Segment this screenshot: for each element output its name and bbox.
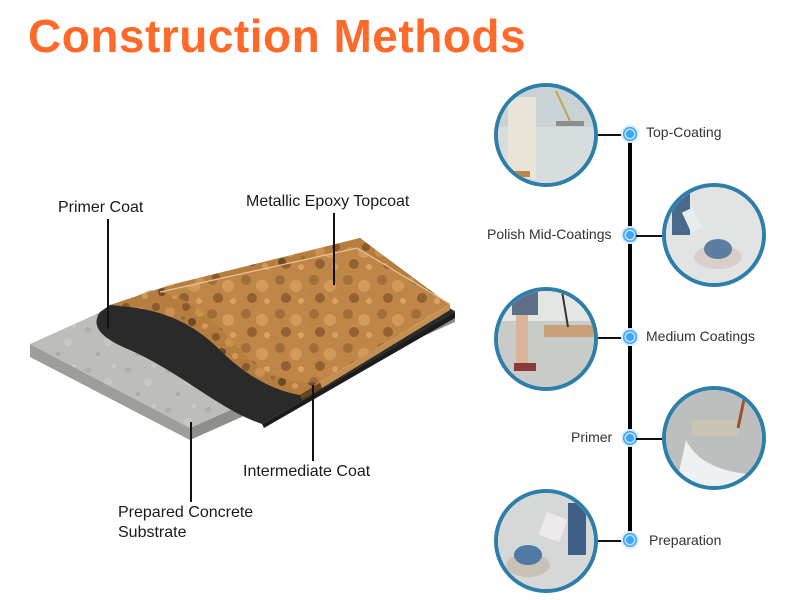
polish-mid-coatings-photo bbox=[662, 183, 766, 287]
floor-layers-illustration bbox=[30, 238, 456, 440]
worker-spreading-photo-icon bbox=[498, 291, 594, 387]
step-label-preparation: Preparation bbox=[649, 532, 722, 548]
metallic-topcoat-label: Metallic Epoxy Topcoat bbox=[246, 193, 410, 210]
top-coating-connector bbox=[598, 134, 624, 136]
medium-coatings-photo bbox=[494, 287, 598, 391]
preparation-node-icon bbox=[621, 531, 639, 549]
floor-layers-diagram: Primer Coat Metallic Epoxy Topcoat Inter… bbox=[30, 193, 456, 541]
step-label-medium-coatings: Medium Coatings bbox=[646, 328, 755, 344]
polish-mid-coatings-node-icon bbox=[621, 226, 639, 244]
concrete-substrate-leader-line bbox=[190, 422, 192, 502]
step-label-polish-mid-coatings: Polish Mid-Coatings bbox=[487, 226, 612, 242]
primer-node-icon bbox=[621, 429, 639, 447]
step-label-top-coating: Top-Coating bbox=[646, 124, 722, 140]
primer-connector bbox=[636, 438, 662, 440]
intermediate-coat-label: Intermediate Coat bbox=[243, 463, 371, 480]
concrete-substrate-label-line2: Substrate bbox=[118, 524, 187, 541]
medium-coatings-connector bbox=[598, 337, 624, 339]
floor-grinder-photo-icon bbox=[498, 493, 594, 589]
medium-coatings-node-icon bbox=[621, 328, 639, 346]
floor-polisher-photo-icon bbox=[666, 187, 762, 283]
top-coating-node-icon bbox=[621, 125, 639, 143]
step-label-primer: Primer bbox=[571, 429, 613, 445]
polish-mid-coatings-connector bbox=[636, 235, 662, 237]
top-coating-photo bbox=[494, 83, 598, 187]
intermediate-coat-leader-line bbox=[312, 385, 314, 461]
worker-squeegee-photo-icon bbox=[498, 87, 594, 183]
preparation-connector bbox=[598, 540, 624, 542]
concrete-substrate-label-line1: Prepared Concrete bbox=[118, 504, 254, 521]
paint-roller-photo-icon bbox=[666, 390, 762, 486]
primer-photo bbox=[662, 386, 766, 490]
metallic-topcoat-leader-line bbox=[333, 213, 335, 285]
primer-coat-leader-line bbox=[107, 219, 109, 329]
preparation-photo bbox=[494, 489, 598, 593]
page-title: Construction Methods bbox=[28, 10, 527, 62]
primer-coat-label: Primer Coat bbox=[58, 199, 144, 216]
